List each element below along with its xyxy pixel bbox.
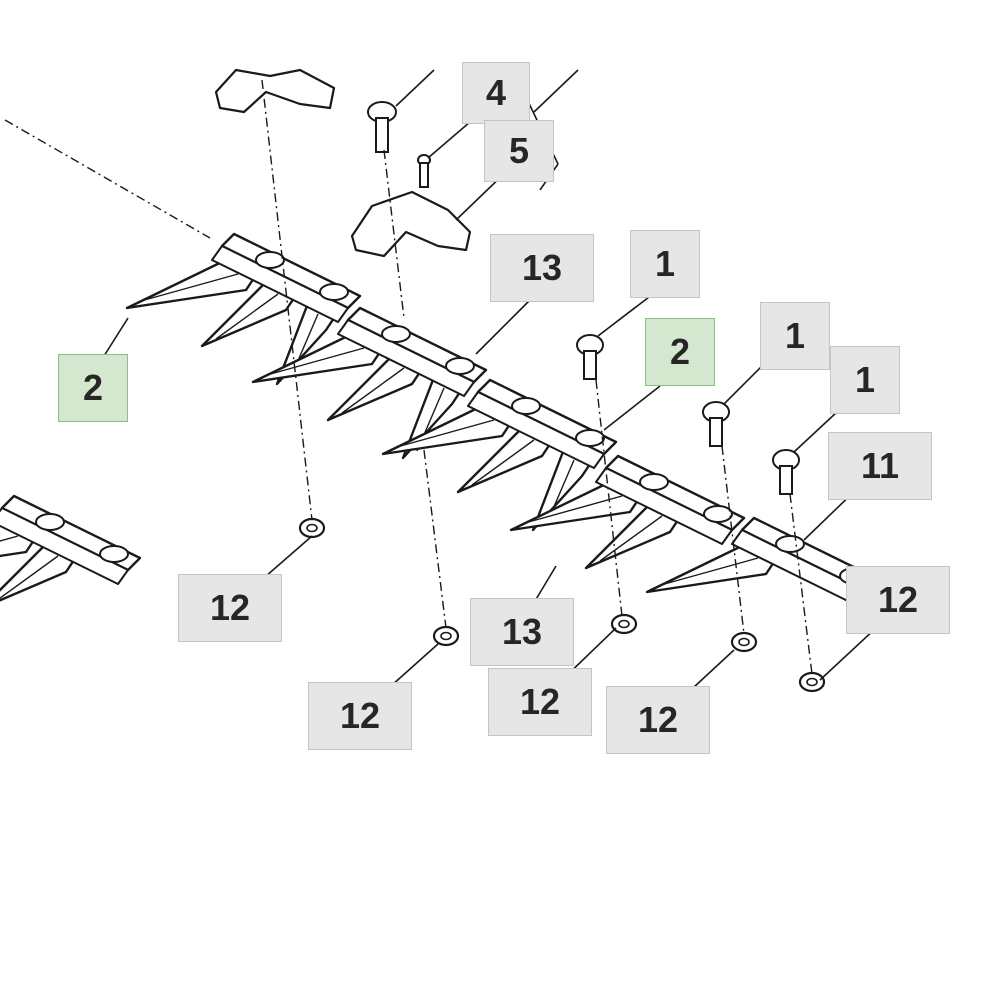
hex-nut-bore: [306, 523, 318, 533]
leader-line: [475, 299, 531, 355]
guard-finger-ridge: [396, 419, 495, 448]
knife-guard-section: [645, 516, 882, 607]
hex-nut-bore: [440, 631, 452, 641]
callout-1[interactable]: 1: [760, 302, 830, 370]
assembly-centerline: [261, 79, 313, 521]
guard-finger-ridge: [599, 515, 663, 562]
guard-finger-ridge: [140, 273, 239, 302]
guard-finger-ridge: [215, 293, 279, 340]
knife-guard-section: [125, 232, 362, 386]
carriage-bolt-shank: [375, 117, 389, 153]
hex-nut-bore: [618, 619, 630, 629]
guard-finger-ridge: [266, 347, 365, 376]
callout-5[interactable]: 5: [484, 120, 554, 182]
bolt-hole: [319, 283, 349, 301]
assembly-centerline: [789, 493, 813, 675]
bolt-hole: [381, 325, 411, 343]
callout-1[interactable]: 1: [830, 346, 900, 414]
knife-guard-section: [381, 378, 618, 532]
top-clip-left: [214, 68, 336, 114]
knife-guard-section: [509, 454, 746, 570]
callout-2-highlighted[interactable]: 2: [58, 354, 128, 422]
bolt-hole: [99, 545, 129, 563]
leader-line: [603, 385, 661, 431]
bolt-hole: [703, 505, 733, 523]
carriage-bolt-shank: [779, 465, 793, 495]
bolt-hole: [255, 251, 285, 269]
callout-12[interactable]: 12: [178, 574, 282, 642]
callout-12[interactable]: 12: [488, 668, 592, 736]
callout-12[interactable]: 12: [308, 682, 412, 750]
bolt-hole: [511, 397, 541, 415]
leader-line: [533, 69, 579, 113]
carriage-bolt-shank: [709, 417, 723, 447]
bolt-hole: [35, 513, 65, 531]
bolt-hole: [445, 357, 475, 375]
callout-11[interactable]: 11: [828, 432, 932, 500]
callout-4[interactable]: 4: [462, 62, 530, 124]
bolt-hole: [575, 429, 605, 447]
guard-bar-lower: [0, 507, 129, 585]
leader-line: [103, 317, 129, 357]
guard-bar-lower: [211, 245, 349, 323]
guard-finger-ridge: [0, 535, 19, 542]
bolt-hole: [639, 473, 669, 491]
hex-nut-bore: [806, 677, 818, 687]
callout-12[interactable]: 12: [846, 566, 950, 634]
callout-2-highlighted[interactable]: 2: [645, 318, 715, 386]
assembly-centerline: [595, 379, 623, 617]
guard-bar-lower: [337, 319, 475, 397]
callout-1[interactable]: 1: [630, 230, 700, 298]
assembly-centerline: [423, 449, 447, 629]
guard-finger-ridge: [341, 367, 405, 414]
hold-down-clip: [350, 190, 472, 258]
knife-guard-section: [0, 494, 142, 602]
assembly-centerline: [383, 149, 405, 319]
bolt-hole: [775, 535, 805, 553]
callout-13[interactable]: 13: [470, 598, 574, 666]
reference-line: [4, 119, 211, 239]
assembly-centerline: [721, 445, 745, 635]
guard-bar-lower: [467, 391, 605, 469]
guard-finger-ridge: [660, 557, 759, 586]
leader-line: [395, 69, 435, 107]
guard-finger-ridge: [0, 555, 59, 599]
callout-12[interactable]: 12: [606, 686, 710, 754]
hex-nut-bore: [738, 637, 750, 647]
callout-13[interactable]: 13: [490, 234, 594, 302]
knife-guard-section: [251, 306, 488, 460]
guard-finger-ridge: [524, 495, 623, 524]
carriage-bolt-shank: [583, 350, 597, 380]
leader-line: [819, 627, 877, 681]
guard-finger-ridge: [471, 439, 535, 486]
small-bolt-shank: [419, 162, 429, 188]
